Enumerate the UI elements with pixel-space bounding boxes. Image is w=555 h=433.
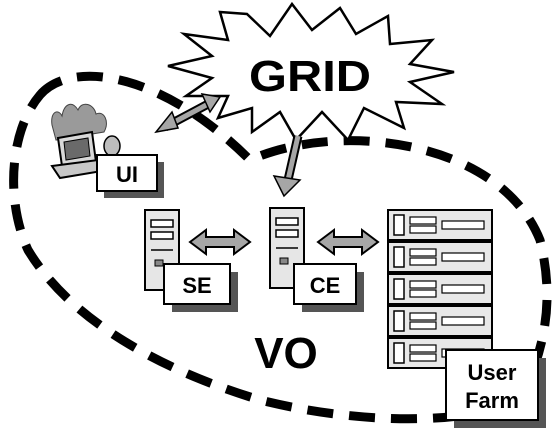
grid-cloud-shape [167, 1, 455, 143]
ui-grid-arrow [154, 93, 222, 134]
ce-box: CE [293, 263, 364, 312]
user-farm-box: User Farm [445, 349, 546, 428]
se-label: SE [182, 273, 211, 298]
ce-farm-arrow [316, 228, 380, 256]
ui-box: UI [96, 154, 164, 198]
rack-server-icon [387, 209, 493, 369]
ce-label: CE [310, 273, 341, 298]
user-farm-label-line2: Farm [465, 388, 519, 413]
se-ce-arrow [188, 228, 252, 256]
user-farm-label-line1: User [468, 360, 517, 385]
se-box: SE [163, 263, 238, 312]
vo-label: VO [254, 329, 318, 378]
workstation-icon [50, 103, 121, 180]
grid-ce-arrow [272, 135, 303, 198]
grid-label: GRID [249, 52, 371, 101]
ui-label: UI [116, 162, 138, 187]
